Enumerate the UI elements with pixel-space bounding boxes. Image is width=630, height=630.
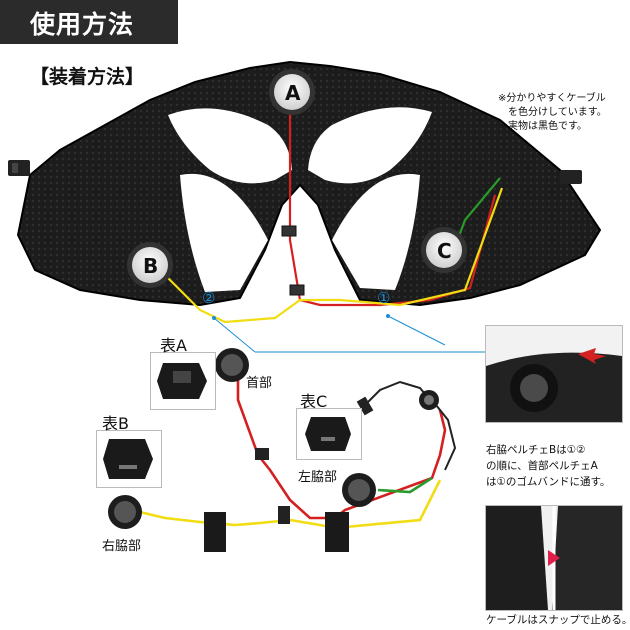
section-title: 【装着方法】 — [30, 66, 145, 88]
peltier-b-unit — [108, 495, 142, 529]
marker-a: A — [285, 81, 301, 105]
face-a-photo — [150, 352, 216, 410]
caption-line: の順に、首部ペルチェA — [486, 460, 598, 472]
peltier-a-on-vest — [269, 69, 315, 115]
cable-red-lower — [236, 375, 447, 520]
note-line: を色分けしています。 — [498, 107, 607, 118]
face-c-photo — [296, 408, 362, 460]
color-note: ※分かりやすくケーブル を色分けしています。 実物は黒色です。 — [498, 92, 607, 134]
armpit-detail-photo — [485, 325, 623, 423]
note-line: ※分かりやすくケーブル — [498, 93, 606, 104]
note-line: 実物は黒色です。 — [498, 121, 587, 132]
caption-right: 右脇ペルチェBは①② の順に、首部ペルチェA は①のゴムバンドに通す。 — [486, 442, 610, 490]
label-face-a: 表A — [160, 336, 187, 355]
peltier-a-unit — [215, 348, 249, 382]
peltier-c-unit — [342, 473, 376, 507]
peltier-b-on-vest — [127, 242, 173, 288]
snap-detail-photo — [485, 505, 623, 611]
cable-yellow-vest — [167, 187, 504, 324]
header-bar: 使用方法 — [0, 0, 178, 44]
label-neck: 首部 — [246, 376, 273, 391]
cable-black-lower — [364, 380, 431, 406]
band-marker-1: ① — [377, 289, 391, 307]
band-marker-2: ② — [202, 289, 216, 307]
armpit-detail-image — [486, 326, 622, 422]
neck-connector — [255, 448, 269, 460]
caption-bottom: ケーブルはスナップで止める。 — [486, 614, 630, 626]
controller-disc — [419, 390, 439, 410]
label-face-b: 表B — [102, 414, 129, 433]
peltier-face-a-icon — [157, 363, 207, 399]
label-left-side: 左脇部 — [298, 470, 338, 485]
marker-b: B — [143, 254, 159, 278]
peltier-face-c-icon — [305, 417, 351, 451]
peltier-face-b-icon — [103, 439, 153, 479]
label-face-c: 表C — [300, 392, 328, 411]
peltier-c-on-vest — [421, 227, 467, 273]
snap-detail-image — [486, 506, 622, 610]
caption-line: は①のゴムバンドに通す。 — [486, 476, 611, 488]
cable-yellow-lower — [139, 479, 442, 530]
label-right-side: 右脇部 — [102, 539, 142, 554]
cable-green-lower — [377, 476, 433, 494]
page-title: 使用方法 — [30, 10, 135, 39]
marker-c: C — [437, 239, 452, 263]
face-b-photo — [96, 430, 162, 488]
caption-line: 右脇ペルチェBは①② — [486, 444, 586, 456]
